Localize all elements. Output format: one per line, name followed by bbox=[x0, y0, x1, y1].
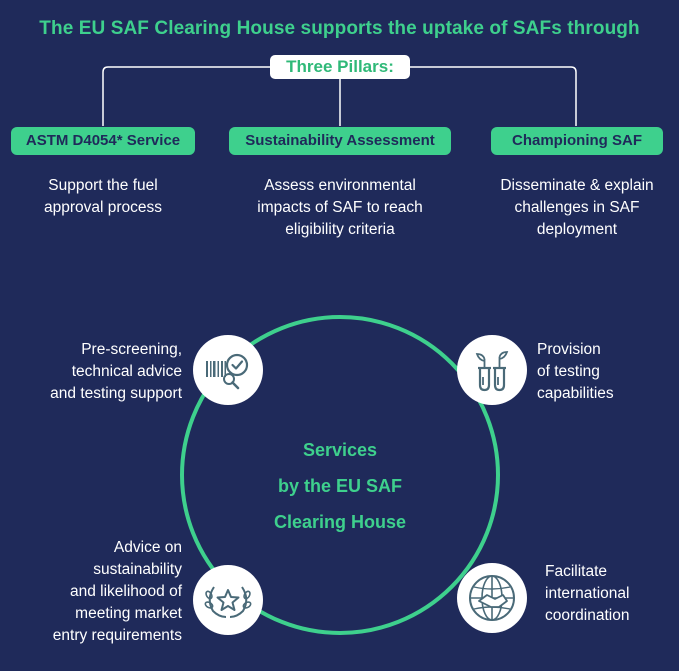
description-line: deployment bbox=[536, 221, 618, 238]
description-line: impacts of SAF to reach bbox=[257, 199, 423, 216]
pillar-astm-description: Support the fuel approval process bbox=[0, 175, 206, 219]
service-line: entry requirements bbox=[52, 627, 182, 644]
service-line: international bbox=[545, 585, 630, 602]
service-line: coordination bbox=[545, 607, 630, 624]
service-line: meeting market bbox=[75, 605, 182, 622]
three-pillars-label: Three Pillars: bbox=[270, 55, 410, 79]
globe-handshake-icon bbox=[469, 575, 515, 621]
service-line: Advice on bbox=[113, 539, 182, 556]
description-line: challenges in SAF bbox=[514, 199, 640, 216]
description-line: eligibility criteria bbox=[285, 221, 395, 238]
description-line: Assess environmental bbox=[264, 177, 416, 194]
description-line: Disseminate & explain bbox=[500, 177, 654, 194]
service-prescreening-text: Pre-screening, technical advice and test… bbox=[30, 339, 182, 405]
description-line: approval process bbox=[43, 199, 163, 216]
center-line: Services bbox=[302, 440, 378, 460]
service-testing-icon-circle bbox=[457, 335, 527, 405]
service-line: technical advice bbox=[71, 363, 182, 380]
service-line: and likelihood of bbox=[69, 583, 182, 600]
service-line: Facilitate bbox=[545, 563, 608, 580]
center-line: by the EU SAF bbox=[277, 476, 402, 496]
services-center-label: Services by the EU SAF Clearing House bbox=[260, 432, 420, 540]
pillar-championing-description: Disseminate & explain challenges in SAF … bbox=[476, 175, 678, 241]
service-line: Provision bbox=[537, 341, 601, 358]
service-coordination-icon-circle bbox=[457, 563, 527, 633]
description-line: Support the fuel bbox=[48, 177, 158, 194]
service-line: and testing support bbox=[50, 385, 182, 402]
pillar-astm-service: ASTM D4054* Service bbox=[11, 127, 195, 155]
service-coordination-text: Facilitate international coordination bbox=[545, 561, 665, 627]
service-line: of testing bbox=[537, 363, 600, 380]
service-prescreening-icon-circle bbox=[193, 335, 263, 405]
pillar-sustainability-assessment: Sustainability Assessment bbox=[229, 127, 451, 155]
service-line: Pre-screening, bbox=[81, 341, 182, 358]
service-line: sustainability bbox=[93, 561, 182, 578]
center-line: Clearing House bbox=[273, 512, 407, 532]
service-advice-text: Advice on sustainability and likelihood … bbox=[30, 537, 182, 647]
pillar-sustainability-description: Assess environmental impacts of SAF to r… bbox=[225, 175, 455, 241]
test-tubes-plant-icon bbox=[475, 351, 509, 392]
barcode-magnifier-check-icon bbox=[206, 353, 249, 390]
pillar-championing-saf: Championing SAF bbox=[491, 127, 663, 155]
page-title: The EU SAF Clearing House supports the u… bbox=[39, 18, 640, 39]
laurel-star-icon bbox=[204, 586, 252, 618]
service-line: capabilities bbox=[537, 385, 614, 402]
service-advice-icon-circle bbox=[193, 565, 263, 635]
service-testing-text: Provision of testing capabilities bbox=[537, 339, 657, 405]
